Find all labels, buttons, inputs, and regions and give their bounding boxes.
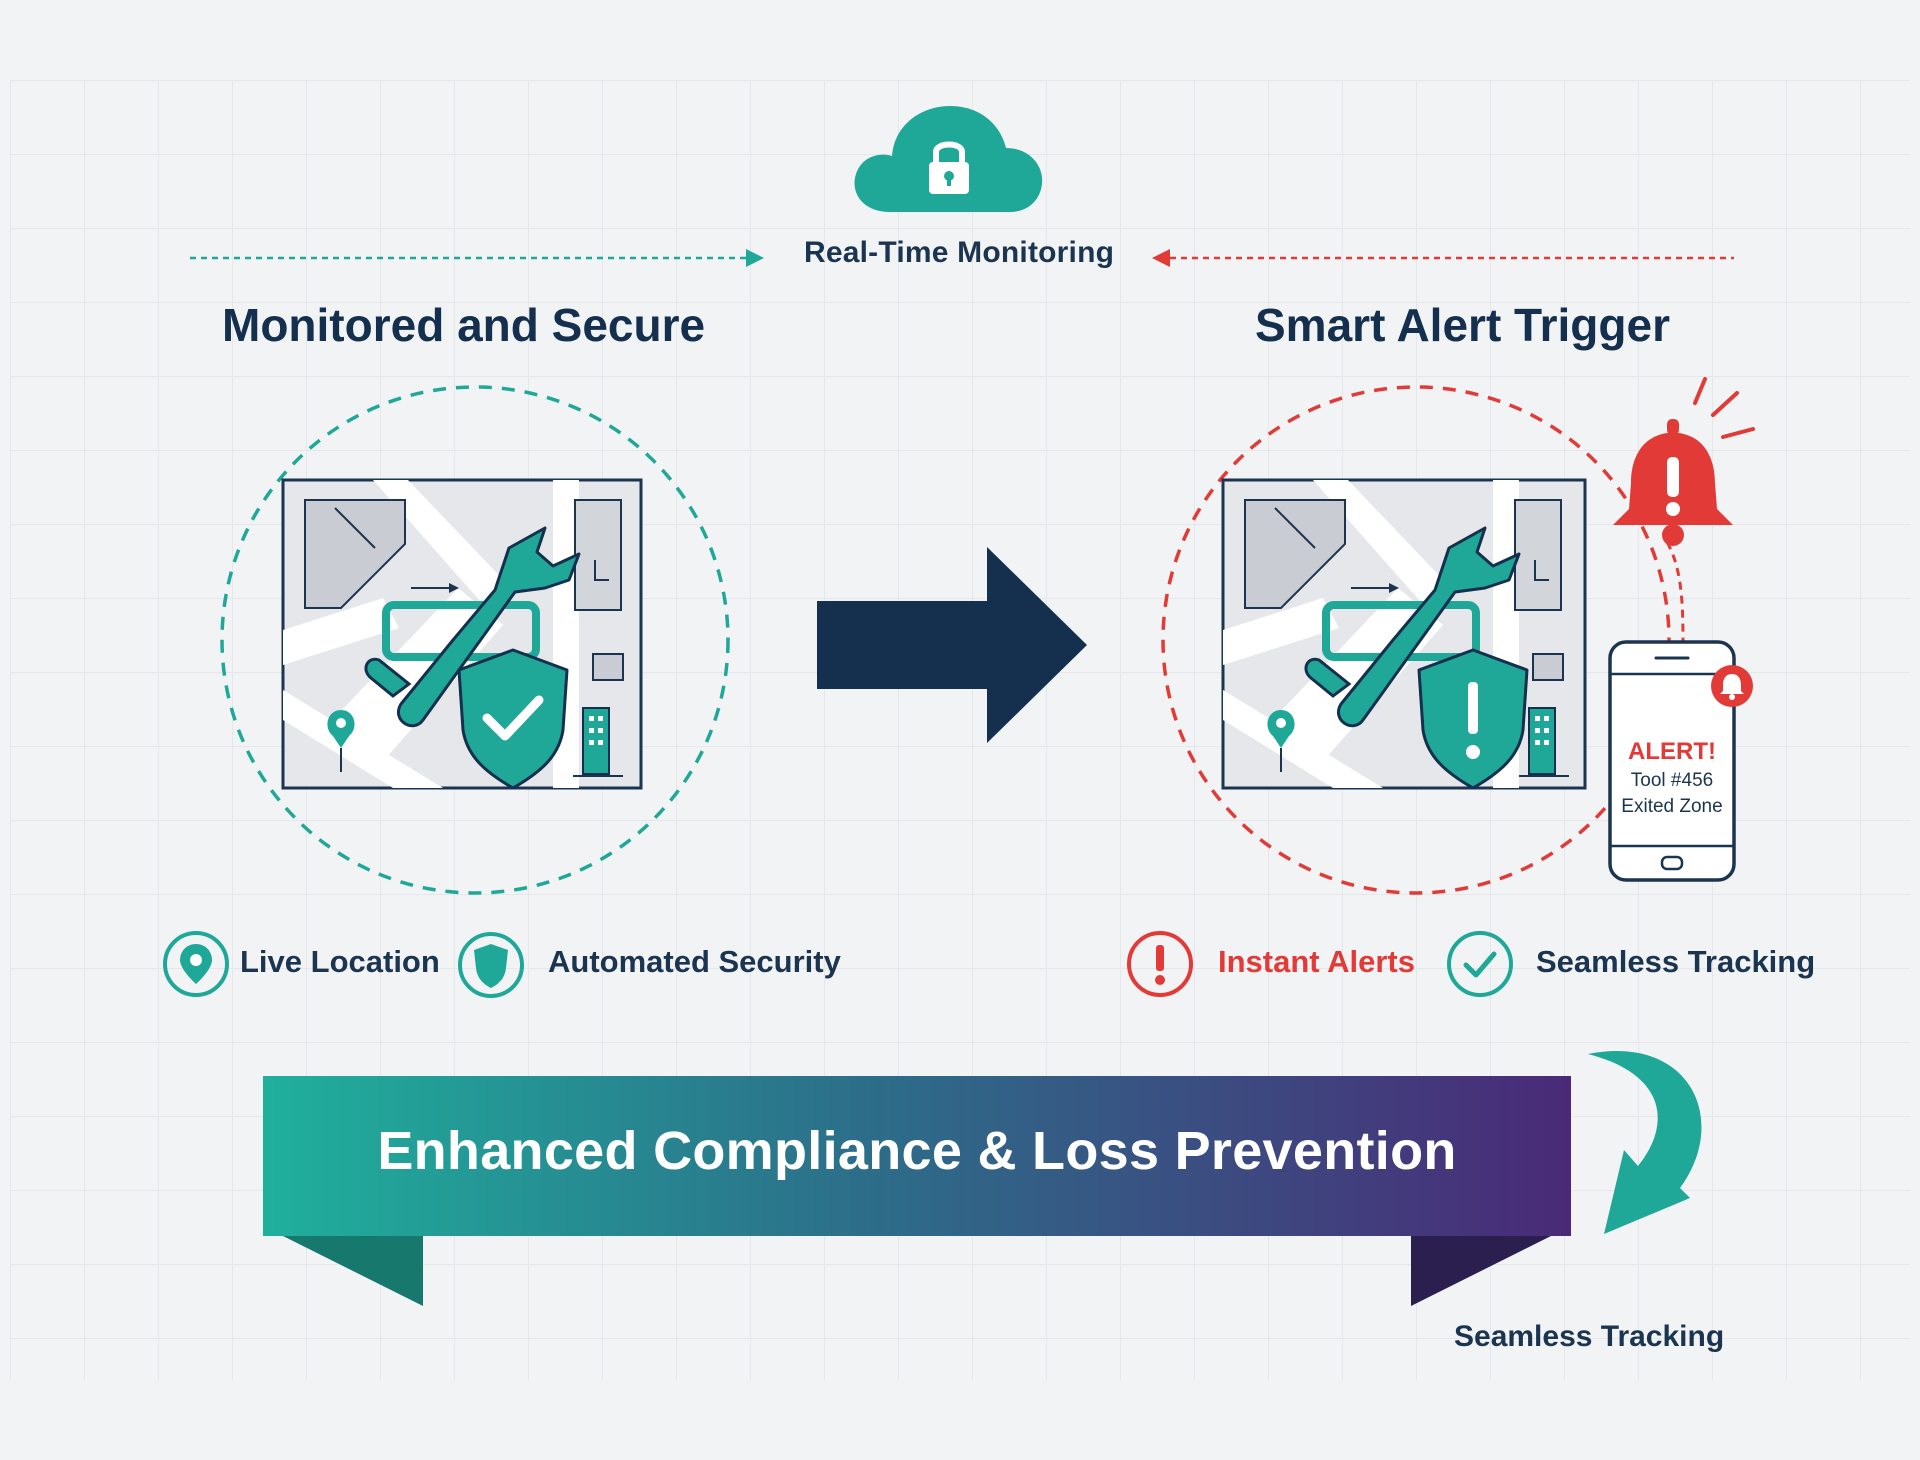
- check-circle-icon: [1447, 931, 1513, 997]
- monitoring-arrow-left: [190, 249, 764, 267]
- phone-alert-status: Exited Zone: [1621, 796, 1723, 817]
- curved-return-arrow-icon: [1588, 1051, 1702, 1234]
- monitoring-arrow-right: [1152, 249, 1734, 267]
- phone-icon: [1608, 640, 1736, 882]
- geofence-circle-teal: [220, 385, 730, 895]
- exclamation-circle-icon: [1127, 931, 1193, 997]
- phone-alert-card: ALERT! Tool #456 Exited Zone: [1608, 640, 1753, 882]
- bell-phone-connector: [1665, 541, 1685, 649]
- feature-instant-alerts: Instant Alerts: [1218, 944, 1415, 979]
- monitoring-label: Real-Time Monitoring: [804, 236, 1115, 269]
- banner-title: Enhanced Compliance & Loss Prevention: [377, 1121, 1457, 1181]
- alarm-bell-icon: [1613, 377, 1755, 546]
- feature-seamless-tracking: Seamless Tracking: [1536, 944, 1816, 979]
- compliance-banner-ribbon: [263, 1076, 1571, 1306]
- phone-alert-tool: Tool #456: [1630, 770, 1714, 791]
- cloud-lock-icon: [854, 106, 1043, 212]
- shield-icon: [458, 932, 524, 998]
- geofence-circle-red: [1161, 385, 1671, 895]
- map-wrench-shield-check-icon: [281, 478, 643, 790]
- phone-notification-bell-icon: [1711, 665, 1753, 707]
- location-pin-icon: [163, 931, 229, 997]
- transition-arrow-icon: [817, 547, 1087, 743]
- footer-seamless-tracking: Seamless Tracking: [1454, 1320, 1725, 1353]
- phone-alert-title: ALERT!: [1628, 738, 1716, 765]
- feature-automated-security: Automated Security: [548, 944, 841, 979]
- map-wrench-shield-exclamation-icon: [1221, 478, 1587, 790]
- left-panel-title: Monitored and Secure: [222, 299, 706, 351]
- feature-live-location: Live Location: [240, 944, 440, 979]
- right-panel-title: Smart Alert Trigger: [1255, 299, 1670, 351]
